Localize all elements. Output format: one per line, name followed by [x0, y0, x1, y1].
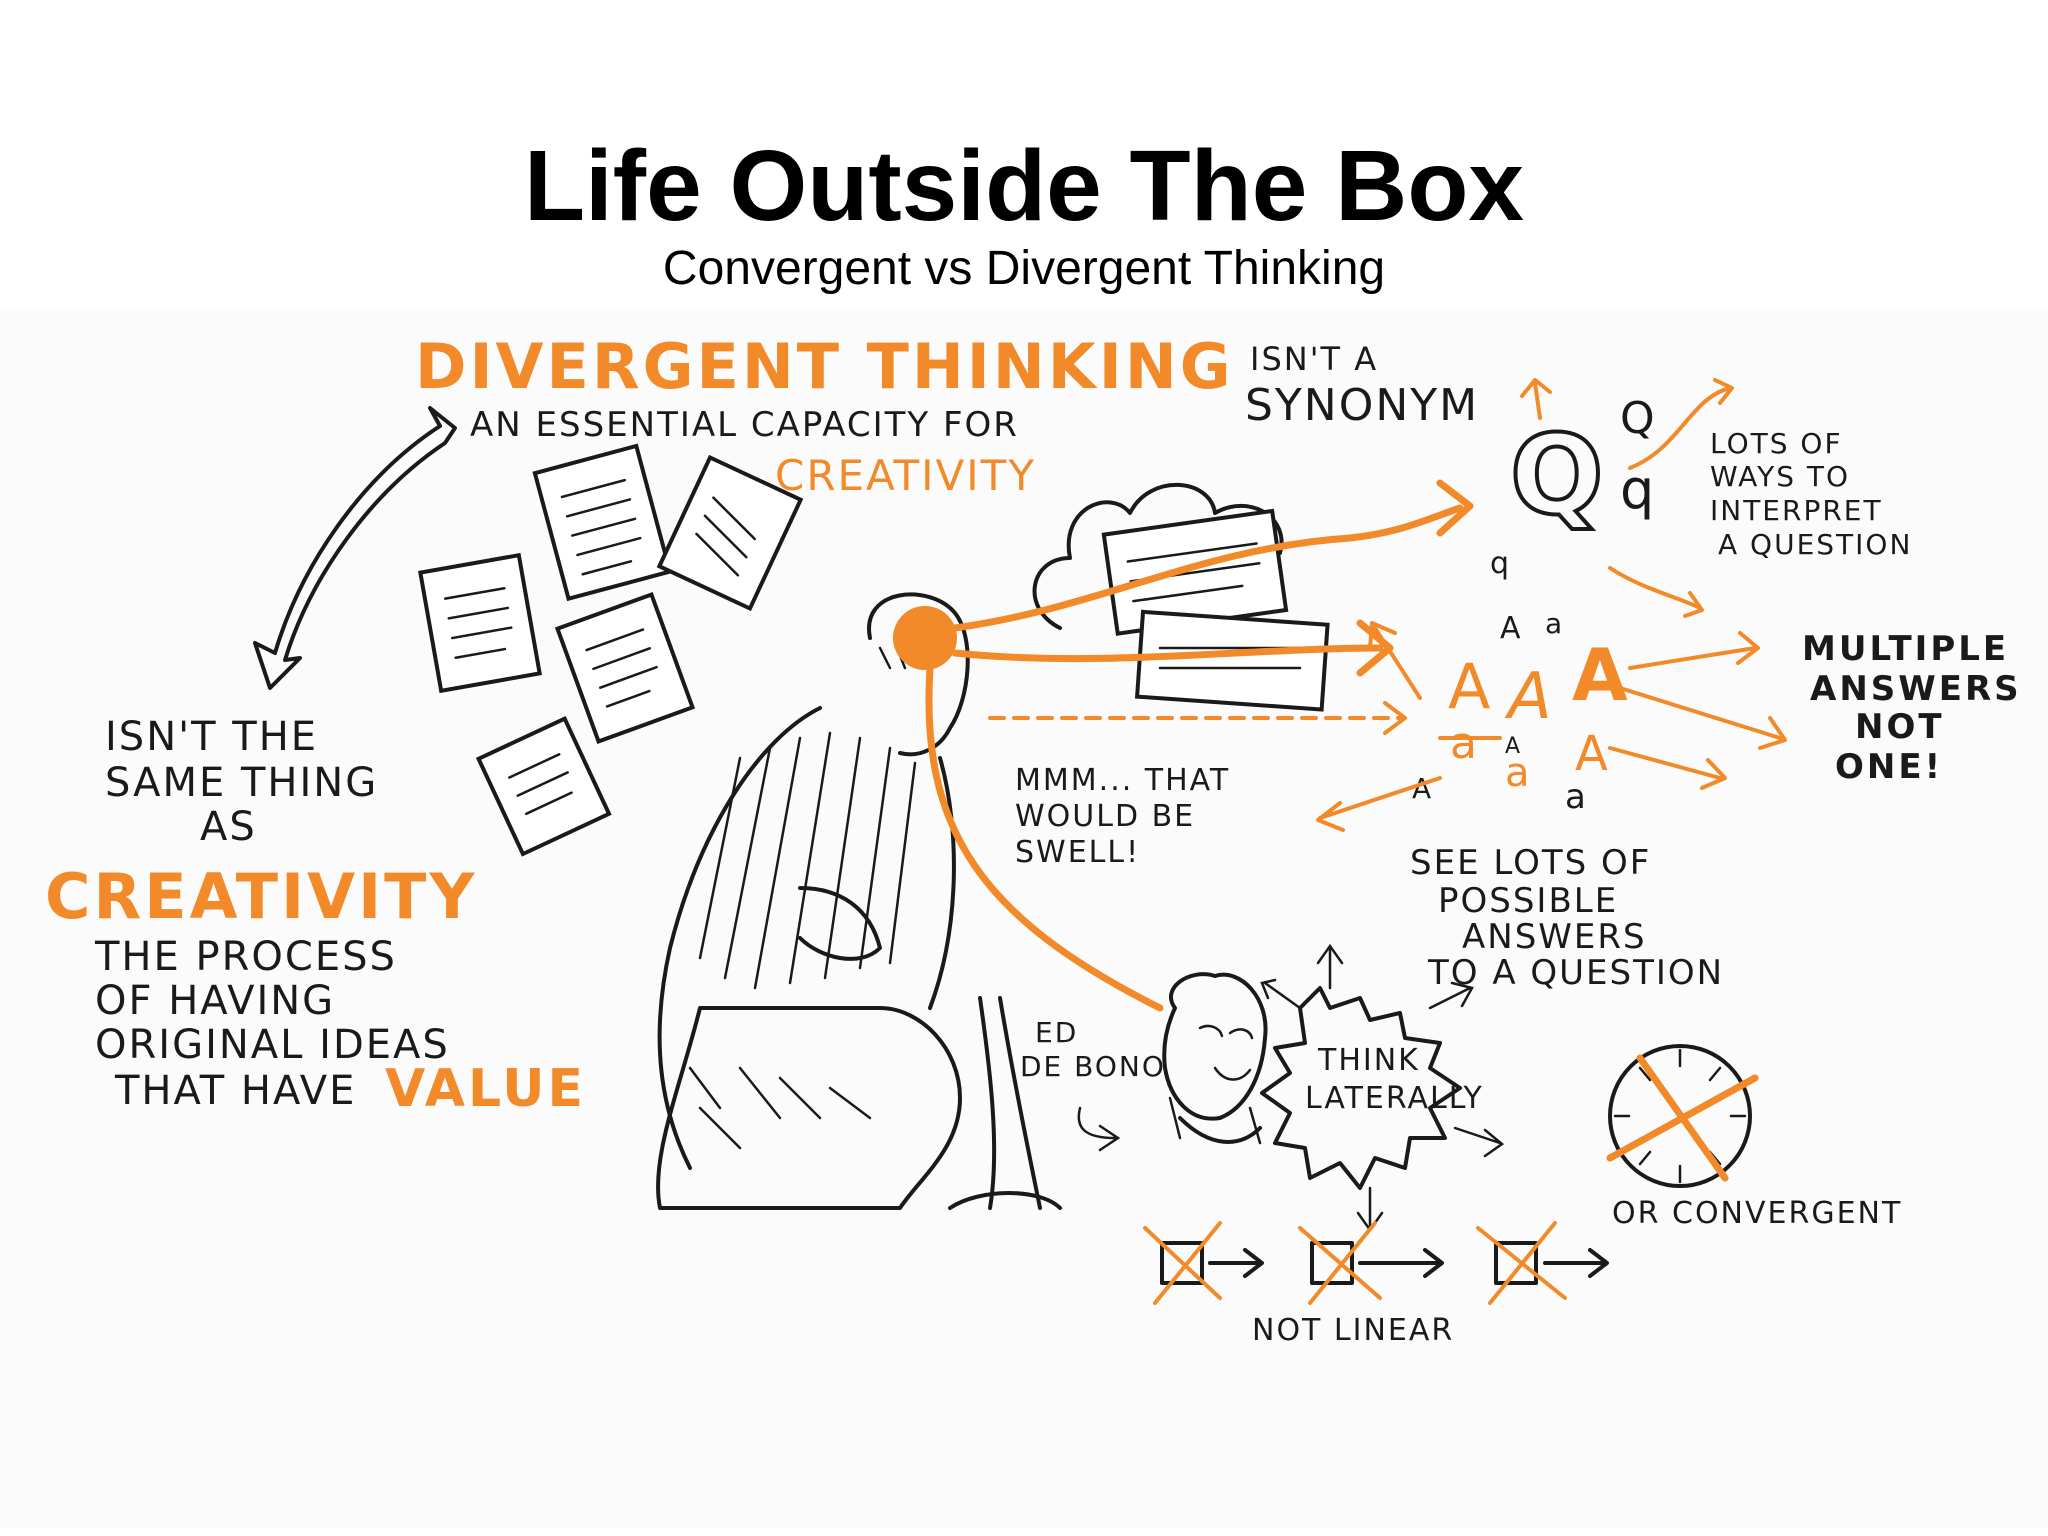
a-letter-1: A [1500, 611, 1521, 646]
multiple-line3: NOT [1855, 707, 1945, 747]
q-lower-letter: q [1620, 458, 1654, 521]
whiteboard-sketch: DIVERGENT THINKING ISN'T A SYNONYM AN ES… [45, 330, 2022, 1348]
thinker-figure [656, 482, 1330, 1210]
slide-subtitle: Convergent vs Divergent Thinking [662, 242, 1386, 295]
ed-label-line2: DE BONO [1020, 1050, 1166, 1083]
crossed-clock-icon [1606, 1044, 1759, 1188]
not-linear-label: NOT LINEAR [1252, 1313, 1454, 1348]
isnt-a-label: ISN'T A [1250, 340, 1378, 378]
arrow-to-ed-de-bono [925, 664, 1164, 1012]
see-line4: TO A QUESTION [1427, 953, 1724, 993]
q-small-letter: q [1490, 546, 1509, 581]
multiple-line4: ONE! [1835, 747, 1943, 787]
floating-papers [418, 443, 804, 857]
creativity-top-label: CREATIVITY [775, 451, 1036, 500]
a-letter-3: A [1448, 650, 1490, 723]
see-line3: ANSWERS [1462, 917, 1647, 957]
think-line2: LATERALLY [1305, 1081, 1484, 1116]
a-letter-2: a [1545, 607, 1562, 640]
q-big-letter: Q [1510, 411, 1604, 539]
multiple-line2: ANSWERS [1810, 669, 2022, 709]
multiple-line1: MULTIPLE [1802, 629, 2009, 669]
ways-line4: A QUESTION [1718, 528, 1912, 561]
process-line4: THAT HAVE [114, 1068, 356, 1114]
process-line2: OF HAVING [95, 978, 335, 1024]
linear-steps-crossed [1143, 1221, 1609, 1305]
ed-de-bono-portrait [1162, 972, 1268, 1145]
think-laterally-burst [1260, 986, 1462, 1190]
arrow-to-answers [951, 644, 1384, 663]
ways-line2: WAYS TO [1710, 460, 1850, 493]
see-line1: SEE LOTS OF [1410, 843, 1651, 883]
process-line1: THE PROCESS [94, 934, 397, 980]
q-upper-letter: Q [1620, 393, 1655, 444]
speech-line3: SWELL! [1015, 835, 1140, 870]
a-letter-11: A [1575, 726, 1608, 782]
or-convergent-label: OR CONVERGENT [1612, 1196, 1902, 1231]
a-letter-7: A [1505, 734, 1520, 759]
slide-title: Life Outside The Box [523, 130, 1525, 242]
a-letter-9: A [1412, 772, 1431, 805]
a-letter-8: a [1505, 750, 1530, 796]
see-line2: POSSIBLE [1438, 881, 1618, 921]
isnt-same-line2: SAME THING [105, 760, 378, 806]
isnt-same-line1: ISN'T THE [105, 714, 318, 760]
a-letter-5: A [1572, 633, 1628, 717]
divergent-thinking-heading: DIVERGENT THINKING [415, 330, 1234, 403]
speech-line2: WOULD BE [1015, 799, 1195, 834]
a-letter-6: a [1450, 718, 1477, 769]
essential-capacity-label: AN ESSENTIAL CAPACITY FOR [470, 405, 1019, 445]
isnt-same-line3: AS [200, 804, 257, 850]
speech-line1: MMM... THAT [1015, 763, 1230, 798]
process-line3: ORIGINAL IDEAS [95, 1022, 450, 1068]
creativity-big-label: CREATIVITY [45, 860, 477, 933]
ways-line1: LOTS OF [1710, 427, 1843, 460]
ed-label-line1: ED [1035, 1016, 1078, 1049]
a-letter-10: a [1565, 777, 1586, 817]
synonym-label: SYNONYM [1245, 380, 1479, 431]
a-letter-4: A [1504, 660, 1552, 734]
value-label: VALUE [385, 1059, 586, 1119]
brain-spark [893, 606, 957, 670]
arrow-to-question [951, 504, 1464, 632]
ways-line3: INTERPRET [1710, 494, 1883, 527]
curved-arrow-down [253, 406, 457, 690]
think-line1: THINK [1317, 1043, 1420, 1078]
